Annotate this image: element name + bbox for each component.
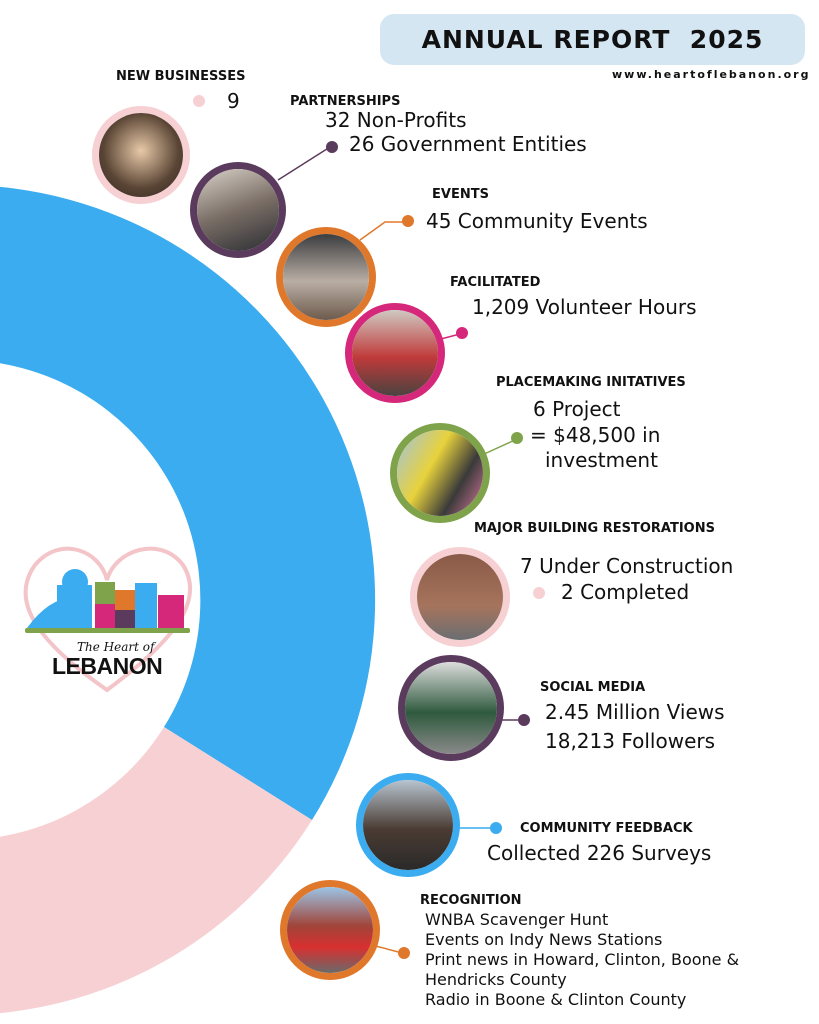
photo-new-businesses — [92, 106, 190, 204]
heading-social-media: SOCIAL MEDIA — [540, 680, 646, 695]
recognition-item: WNBA Scavenger Hunt — [425, 910, 609, 929]
recognition-list: WNBA Scavenger Hunt Events on Indy News … — [425, 910, 739, 1010]
heading-partnerships: PARTNERSHIPS — [290, 94, 401, 109]
heading-community-feedback: COMMUNITY FEEDBACK — [520, 821, 693, 836]
value-facilitated: 1,209 Volunteer Hours — [472, 295, 697, 319]
heart-logo-graphic — [23, 546, 193, 693]
photo-placemaking — [390, 423, 490, 523]
photo-community-feedback — [356, 773, 460, 877]
value-placemaking-3: investment — [545, 448, 658, 472]
website-link[interactable]: www.heartoflebanon.org — [612, 68, 811, 81]
dot-feedback — [490, 822, 502, 834]
connector-events — [359, 221, 406, 241]
logo-name: LEBANON — [52, 653, 163, 679]
value-views: 2.45 Million Views — [545, 700, 725, 724]
heading-placemaking: PLACEMAKING INITATIVES — [496, 375, 686, 390]
photo-recognition — [280, 880, 380, 980]
dot-facilitated — [456, 327, 468, 339]
photo-partnerships — [190, 162, 286, 258]
photo-restorations — [410, 547, 510, 647]
value-new-businesses: 9 — [227, 89, 240, 113]
dot-events — [402, 215, 414, 227]
heart-of-lebanon-logo: The Heart of LEBANON — [15, 540, 200, 700]
photo-facilitated — [345, 303, 445, 403]
recognition-item: Radio in Boone & Clinton County — [425, 990, 687, 1009]
report-title: ANNUAL REPORT 2025 — [380, 14, 805, 65]
value-non-profits: 32 Non-Profits — [325, 108, 467, 132]
value-placemaking-2: = $48,500 in — [530, 423, 661, 447]
heading-facilitated: FACILITATED — [450, 275, 541, 290]
value-events: 45 Community Events — [426, 209, 648, 233]
recognition-item: Print news in Howard, Clinton, Boone & — [425, 950, 740, 969]
logo-tagline: The Heart of — [77, 640, 155, 654]
dot-restorations — [533, 587, 545, 599]
recognition-item: Hendricks County — [425, 970, 567, 989]
dot-social — [518, 714, 530, 726]
heading-new-businesses: NEW BUSINESSES — [116, 69, 246, 84]
photo-events — [276, 227, 376, 327]
dot-placemaking — [511, 432, 523, 444]
value-surveys: Collected 226 Surveys — [487, 841, 712, 865]
recognition-item: Events on Indy News Stations — [425, 930, 663, 949]
photo-social-media — [398, 655, 504, 761]
heading-restorations: MAJOR BUILDING RESTORATIONS — [474, 521, 715, 536]
value-followers: 18,213 Followers — [545, 729, 716, 753]
heading-recognition: RECOGNITION — [420, 893, 522, 908]
value-under-construction: 7 Under Construction — [520, 554, 734, 578]
value-completed: 2 Completed — [561, 580, 690, 604]
connector-partnerships — [277, 146, 331, 181]
connector-placemaking — [481, 439, 516, 456]
ring-pink-segment — [0, 727, 312, 1013]
ring-blue-segment — [0, 187, 376, 820]
dot-partnerships — [326, 141, 338, 153]
dot-new-businesses — [193, 95, 205, 107]
value-placemaking-1: 6 Project — [533, 397, 621, 421]
heading-events: EVENTS — [432, 187, 489, 202]
value-government: 26 Government Entities — [349, 132, 587, 156]
dot-recognition — [398, 947, 410, 959]
